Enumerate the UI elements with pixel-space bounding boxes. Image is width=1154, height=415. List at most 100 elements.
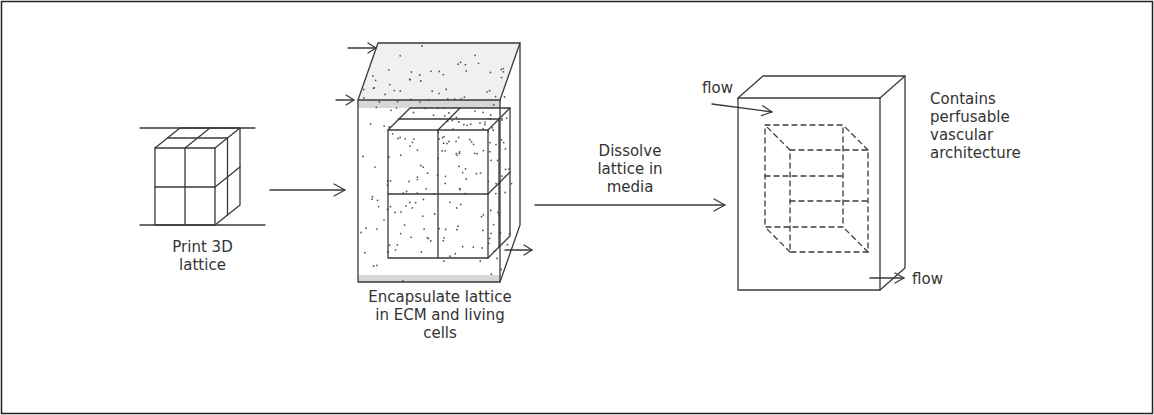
cell-dot	[438, 71, 440, 73]
cell-dot	[430, 70, 432, 72]
cell-dot	[376, 228, 378, 230]
arrowhead	[895, 273, 904, 283]
cell-dot	[423, 228, 425, 230]
cell-dot	[444, 115, 446, 117]
cell-dot	[427, 172, 429, 174]
cell-dot	[495, 183, 497, 185]
cell-dot	[505, 169, 507, 171]
cell-dot	[442, 74, 444, 76]
cell-dot	[442, 137, 444, 139]
arrow-shaft	[535, 204, 725, 205]
channel-line	[843, 125, 868, 150]
cell-dot	[442, 240, 444, 242]
cell-dot	[444, 150, 446, 152]
cell-dot	[489, 238, 491, 240]
cell-dot	[502, 68, 504, 70]
cell-dot	[459, 153, 461, 155]
cell-dot	[496, 258, 498, 260]
cell-dot	[374, 166, 376, 168]
cell-dot	[405, 205, 407, 207]
cell-dot	[483, 214, 485, 216]
cell-dot	[501, 118, 503, 120]
block-face	[738, 76, 905, 98]
cell-dot	[456, 229, 458, 231]
cell-dot	[388, 69, 390, 71]
cell-dot	[495, 144, 497, 146]
cell-dot	[457, 225, 459, 227]
channel-line	[765, 125, 790, 150]
gel-face	[358, 43, 520, 100]
cell-dot	[419, 74, 421, 76]
gel-block	[336, 43, 532, 282]
cell-dot	[363, 97, 365, 99]
cell-dot	[443, 142, 445, 144]
cell-dot	[454, 253, 456, 255]
cell-dot	[395, 249, 397, 251]
cell-dot	[492, 129, 494, 131]
cell-dot	[448, 141, 450, 143]
cell-dot	[423, 199, 425, 201]
cell-dot	[451, 120, 453, 122]
cell-dot	[397, 101, 399, 103]
cell-dot	[375, 79, 377, 81]
cube-face	[215, 128, 240, 225]
cell-dot	[490, 72, 492, 74]
cell-dot	[445, 229, 447, 231]
cell-dot	[389, 244, 391, 246]
cell-dot	[399, 55, 401, 57]
sketch-stage: Contains perfusable vascular architectur…	[730, 70, 1090, 300]
cell-dot	[365, 227, 367, 229]
channel-line	[765, 175, 843, 176]
cell-dot	[438, 138, 440, 140]
cell-dot	[490, 210, 492, 212]
lattice-line	[168, 137, 228, 138]
cell-dot	[480, 172, 482, 174]
cell-dot	[476, 173, 478, 175]
arrowhead	[524, 245, 532, 255]
cell-dot	[500, 268, 502, 270]
cell-dot	[481, 247, 483, 249]
cell-dot	[458, 121, 460, 123]
cell-dot	[472, 246, 474, 248]
cell-dot	[400, 211, 402, 213]
cell-dot	[383, 219, 385, 221]
cell-dot	[474, 110, 476, 112]
arrowhead	[346, 95, 354, 105]
cell-dot	[471, 141, 473, 143]
cell-dot	[474, 152, 476, 154]
cell-dot	[495, 96, 497, 98]
sketch-stage: Print 3D lattice	[140, 120, 265, 280]
cell-dot	[489, 90, 491, 92]
cell-dot	[363, 89, 365, 91]
cell-dot	[464, 96, 466, 98]
block-face	[880, 76, 905, 290]
cell-dot	[493, 104, 495, 106]
small-arrow	[348, 47, 376, 48]
cell-dot	[465, 64, 467, 66]
cell-dot	[413, 138, 415, 140]
cell-dot	[456, 207, 458, 209]
cell-dot	[371, 198, 373, 200]
cell-dot	[420, 165, 422, 167]
cell-dot	[504, 192, 506, 194]
arrowhead	[334, 184, 345, 196]
channel-outline	[790, 150, 868, 252]
cell-dot	[501, 175, 503, 177]
vascular-channels	[765, 125, 868, 252]
cell-dot	[409, 79, 411, 81]
cell-dot	[483, 150, 485, 152]
cell-dot	[462, 172, 464, 174]
cell-dot	[484, 121, 486, 123]
cell-dot	[456, 154, 458, 156]
shading	[358, 43, 520, 100]
cell-dot	[362, 156, 364, 158]
cell-dot	[482, 230, 484, 232]
cell-dot	[389, 84, 391, 86]
cell-dot	[396, 244, 398, 246]
cell-dot	[413, 112, 415, 114]
cell-dot	[449, 255, 451, 257]
cell-dot	[473, 143, 475, 145]
printed-lattice-cube	[140, 128, 265, 225]
cell-dot	[420, 80, 422, 82]
